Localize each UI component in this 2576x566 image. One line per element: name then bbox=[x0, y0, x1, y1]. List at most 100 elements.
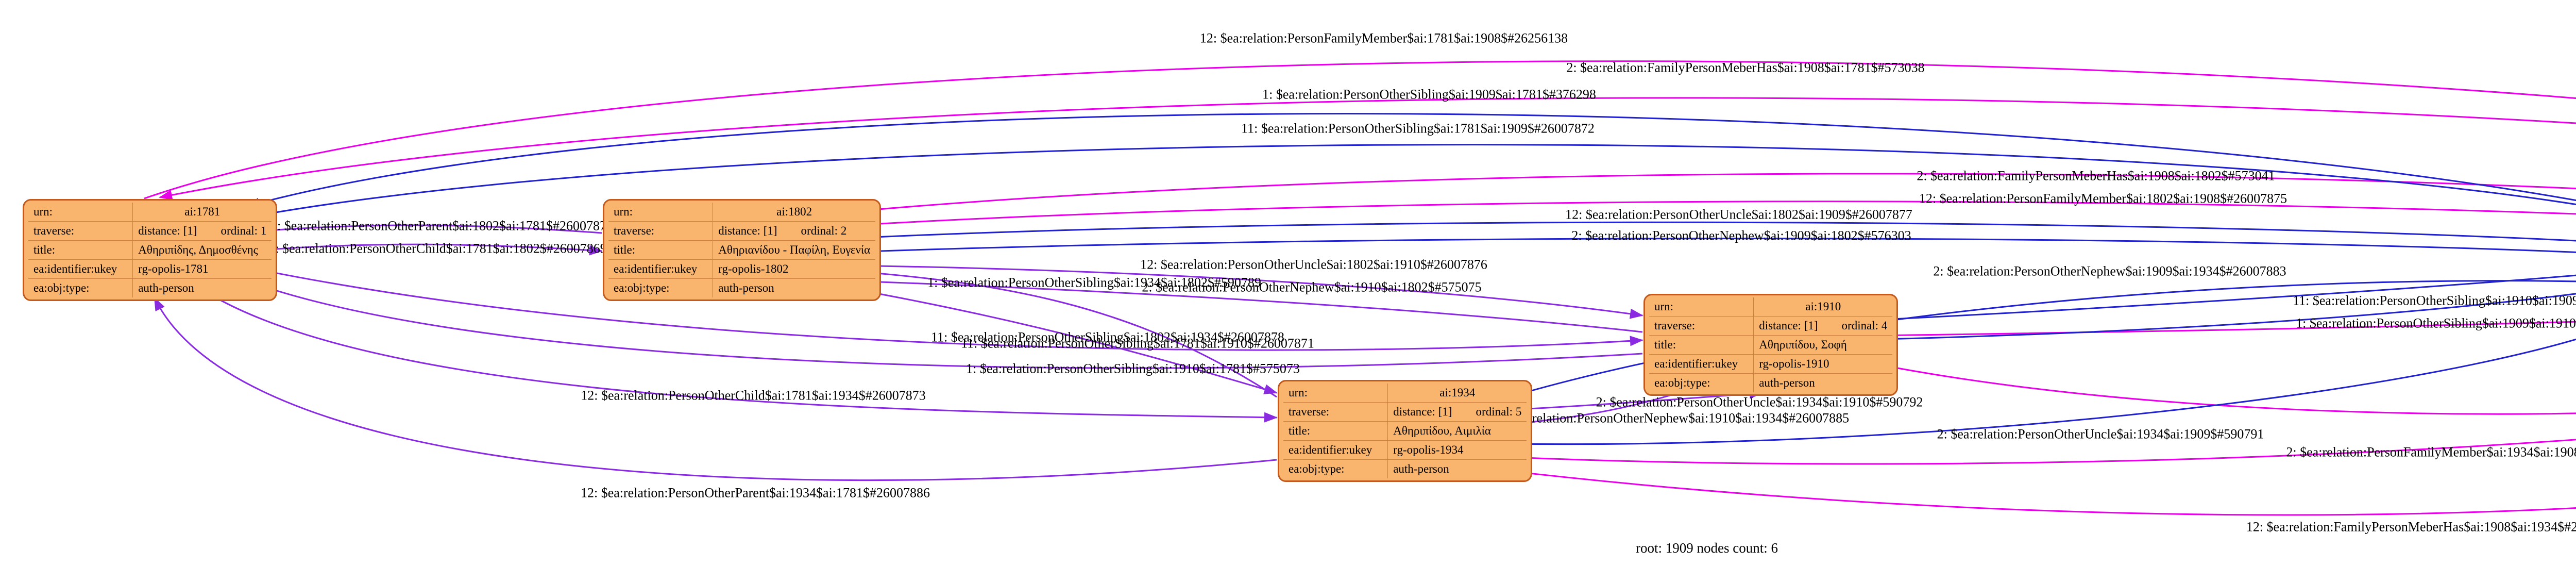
edge-label-2: 12: $ea:relation:PersonFamilyMember$ai:1… bbox=[1919, 191, 2287, 206]
field-ordinal: ordinal: 4 bbox=[1841, 319, 1888, 332]
edge-path-19 bbox=[255, 243, 603, 256]
edge-path-2 bbox=[809, 201, 2576, 229]
node-row: traverse: distance: [1] ordinal: 2 bbox=[608, 221, 876, 241]
field-objtype: auth-person bbox=[1387, 459, 1527, 478]
edge-path-1 bbox=[159, 97, 2576, 201]
node-row: urn: ai:1910 bbox=[1649, 297, 1892, 317]
edge-path-18 bbox=[255, 224, 602, 236]
edge-label-28: 1: $ea:relation:PersonOtherSibling$ai:19… bbox=[927, 275, 1261, 290]
edge-label-25: 12: $ea:relation:PersonOtherParent$ai:19… bbox=[580, 485, 930, 501]
field-key-title: title: bbox=[1649, 335, 1754, 355]
node-row: urn: ai:1781 bbox=[28, 203, 272, 222]
node-table: urn: ai:1781 traverse: distance: [1]ordi… bbox=[28, 203, 272, 297]
edge-label-8: 2: $ea:relation:PersonFamilyMember$ai:19… bbox=[2286, 444, 2576, 460]
edge-label-16: 2: $ea:relation:PersonOtherNephew$ai:190… bbox=[1933, 263, 2286, 279]
field-key-title: title: bbox=[608, 240, 714, 260]
node-ai-1934[interactable]: urn: ai:1934 traverse: distance: [1]ordi… bbox=[1278, 380, 1533, 482]
edge-label-1: 2: $ea:relation:FamilyPersonMeberHas$ai:… bbox=[1566, 60, 1925, 75]
node-row: traverse: distance: [1]ordinal: 5 bbox=[1283, 402, 1527, 422]
field-key-objtype: ea:obj:type: bbox=[1283, 459, 1388, 478]
field-ukey: rg-opolis-1781 bbox=[132, 259, 272, 279]
field-ordinal: ordinal: 1 bbox=[221, 224, 267, 237]
edge-label-12: 1: $ea:relation:PersonOtherSibling$ai:19… bbox=[2296, 315, 2576, 331]
field-title: Αθηριπίδου, Σοφή bbox=[1753, 335, 1893, 355]
edge-path-9 bbox=[1475, 463, 2576, 516]
field-title: Αθηριπίδης, Δημοσθένης bbox=[132, 240, 272, 260]
edge-label-0: 12: $ea:relation:PersonFamilyMember$ai:1… bbox=[1199, 30, 1568, 46]
node-row: ea:identifier:ukey rg-opolis-1910 bbox=[1649, 354, 1893, 374]
root-summary-label: root: 1909 nodes count: 6 bbox=[1636, 540, 1778, 556]
node-ai-1781[interactable]: urn: ai:1781 traverse: distance: [1]ordi… bbox=[23, 199, 278, 301]
field-objtype: auth-person bbox=[1753, 373, 1893, 392]
edge-path-0 bbox=[144, 60, 2576, 199]
edge-label-21: 2: $ea:relation:PersonOtherNephew$ai:191… bbox=[1142, 279, 1482, 295]
field-key-ukey: ea:identifier:ukey bbox=[28, 259, 133, 279]
node-row: title: Αθηριανίδου - Παφίλη, Ευγενία bbox=[608, 240, 876, 260]
edge-path-10 bbox=[246, 113, 2576, 208]
node-row: ea:obj:type: auth-person bbox=[1649, 373, 1893, 392]
node-row: ea:obj:type: auth-person bbox=[608, 278, 876, 297]
edge-path-24 bbox=[216, 297, 1278, 423]
edge-label-19: 12: $ea:relation:PersonOtherChild$ai:178… bbox=[262, 241, 607, 256]
node-id: ai:1910 bbox=[1805, 300, 1841, 313]
field-ordinal: ordinal: 5 bbox=[1476, 405, 1522, 418]
edge-label-27: 2: $ea:relation:PersonOtherUncle$ai:1934… bbox=[1596, 394, 1923, 410]
edge-path-25 bbox=[154, 297, 1277, 481]
node-row: ea:identifier:ukey rg-opolis-1781 bbox=[28, 259, 272, 279]
edge-path-28 bbox=[809, 263, 1277, 398]
field-key-ukey: ea:identifier:ukey bbox=[608, 259, 714, 279]
node-id: ai:1781 bbox=[184, 205, 221, 218]
edge-path-13 bbox=[1841, 274, 2576, 323]
field-key-ukey: ea:identifier:ukey bbox=[1283, 440, 1388, 460]
edge-path-20 bbox=[809, 264, 1643, 319]
field-distance: distance: [1] bbox=[138, 224, 197, 237]
edge-label-13: 11: $ea:relation:PersonOtherSibling$ai:1… bbox=[2293, 293, 2576, 308]
node-row: urn: ai:1934 bbox=[1283, 384, 1527, 403]
edge-label-29: 11: $ea:relation:PersonOtherSibling$ai:1… bbox=[931, 329, 1284, 345]
node-id: ai:1802 bbox=[776, 205, 812, 218]
field-title: Αθηριανίδου - Παφίλη, Ευγενία bbox=[713, 240, 876, 260]
field-key-urn: urn: bbox=[1283, 384, 1388, 403]
node-table: urn: ai:1934 traverse: distance: [1]ordi… bbox=[1283, 384, 1527, 478]
node-row: traverse: distance: [1]ordinal: 1 bbox=[28, 221, 272, 241]
field-key-traverse: traverse: bbox=[1283, 402, 1388, 422]
node-ai-1910[interactable]: urn: ai:1910 traverse: distance: [1] ordi… bbox=[1643, 294, 1899, 396]
node-table: urn: ai:1802 traverse: distance: [1] ordi… bbox=[608, 203, 876, 297]
node-row: traverse: distance: [1] ordinal: 4 bbox=[1649, 316, 1893, 336]
edge-label-18: 12: $ea:relation:PersonOtherParent$ai:18… bbox=[263, 218, 614, 234]
edge-path-21 bbox=[809, 274, 1643, 333]
field-objtype: auth-person bbox=[132, 278, 272, 297]
node-row: title: Αθηριπίδης, Δημοσθένης bbox=[28, 240, 272, 260]
field-key-title: title: bbox=[1283, 421, 1388, 441]
field-key-objtype: ea:obj:type: bbox=[1649, 373, 1754, 392]
field-key-traverse: traverse: bbox=[608, 221, 714, 241]
node-row: urn: ai:1802 bbox=[608, 203, 875, 222]
node-row: title: Αθηριπίδου, Σοφή bbox=[1649, 335, 1893, 355]
edge-label-14: 12: $ea:relation:PersonOtherUncle$ai:180… bbox=[1565, 207, 1912, 222]
field-key-objtype: ea:obj:type: bbox=[28, 278, 133, 297]
edge-label-10: 1: $ea:relation:PersonOtherSibling$ai:19… bbox=[1262, 87, 1596, 102]
field-ukey: rg-opolis-1802 bbox=[713, 259, 876, 279]
edge-path-15 bbox=[809, 238, 2576, 259]
field-key-title: title: bbox=[28, 240, 133, 260]
edge-path-16 bbox=[1475, 280, 2576, 409]
edge-label-11: 11: $ea:relation:PersonOtherSibling$ai:1… bbox=[1241, 121, 1595, 136]
field-distance: distance: [1] bbox=[718, 224, 777, 237]
field-objtype: auth-person bbox=[713, 278, 876, 297]
field-key-traverse: traverse: bbox=[1649, 316, 1754, 336]
field-key-ukey: ea:identifier:ukey bbox=[1649, 354, 1754, 374]
field-distance: distance: [1] bbox=[1759, 319, 1818, 332]
field-ordinal: ordinal: 2 bbox=[801, 224, 847, 237]
field-key-urn: urn: bbox=[1649, 297, 1754, 317]
edge-label-9: 12: $ea:relation:FamilyPersonMeberHas$ai… bbox=[2246, 519, 2576, 535]
edge-label-24: 12: $ea:relation:PersonOtherChild$ai:178… bbox=[581, 388, 926, 403]
edge-path-7 bbox=[1839, 354, 2576, 415]
node-row: ea:identifier:ukey rg-opolis-1802 bbox=[608, 259, 876, 279]
edge-path-29 bbox=[809, 280, 1278, 394]
edge-path-23 bbox=[246, 280, 1643, 369]
edge-path-3 bbox=[809, 173, 2576, 220]
node-ai-1802[interactable]: urn: ai:1802 traverse: distance: [1] ordi… bbox=[603, 199, 882, 301]
field-key-objtype: ea:obj:type: bbox=[608, 278, 714, 297]
edge-path-12 bbox=[1840, 293, 2576, 345]
